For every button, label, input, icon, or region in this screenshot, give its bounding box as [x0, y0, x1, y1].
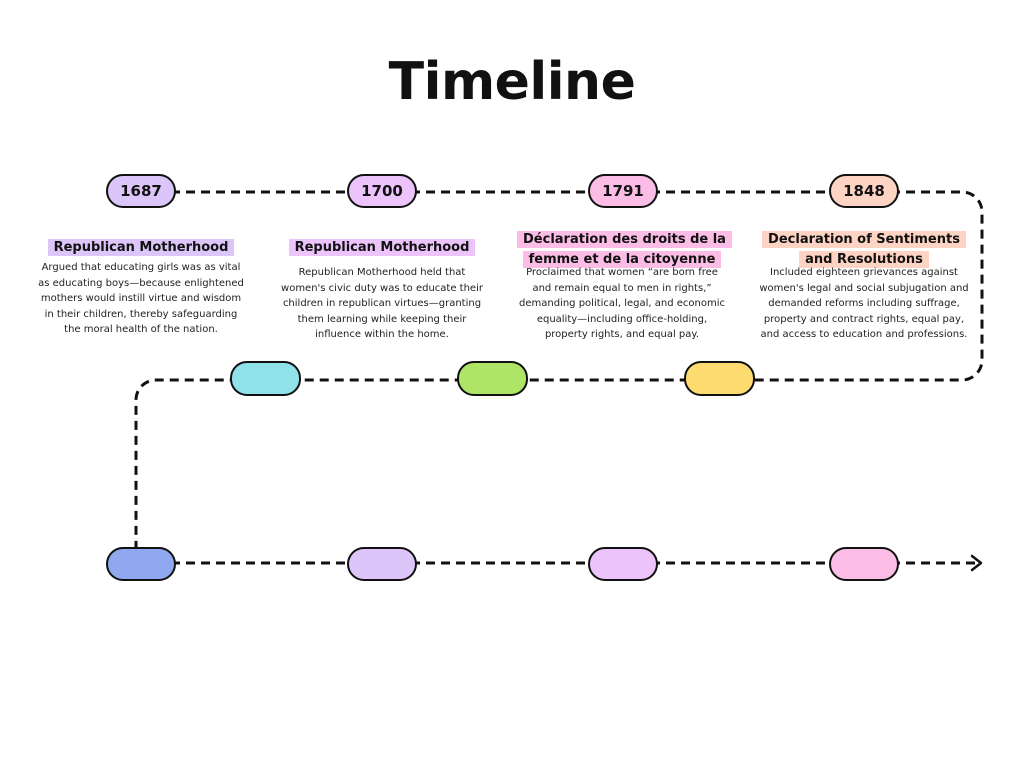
arrowhead-icon	[970, 554, 983, 572]
empty-pill	[347, 547, 417, 581]
empty-pill	[684, 361, 755, 396]
event-heading: Déclaration des droits de la femme et de…	[517, 228, 732, 268]
event-heading: Declaration of Sentiments and Resolution…	[759, 228, 969, 268]
year-pill-1687: 1687	[106, 174, 176, 208]
page-title: Timeline	[388, 52, 636, 112]
empty-pill	[588, 547, 658, 581]
year-pill-1700: 1700	[347, 174, 417, 208]
empty-pill	[829, 547, 899, 581]
event-heading: Republican Motherhood	[277, 236, 487, 256]
year-label: 1848	[843, 182, 885, 200]
empty-pill	[230, 361, 301, 396]
event-heading: Republican Motherhood	[36, 236, 246, 256]
year-pill-1848: 1848	[829, 174, 899, 208]
year-label: 1700	[361, 182, 403, 200]
year-label: 1687	[120, 182, 162, 200]
empty-pill	[106, 547, 176, 581]
empty-pill	[457, 361, 528, 396]
year-pill-1791: 1791	[588, 174, 658, 208]
event-description: Included eighteen grievances against wom…	[759, 267, 969, 340]
event-description: Republican Motherhood held that women's …	[281, 267, 483, 340]
year-label: 1791	[602, 182, 644, 200]
event-description: Proclaimed that women “are born free and…	[519, 267, 725, 340]
event-description: Argued that educating girls was as vital…	[38, 262, 244, 335]
